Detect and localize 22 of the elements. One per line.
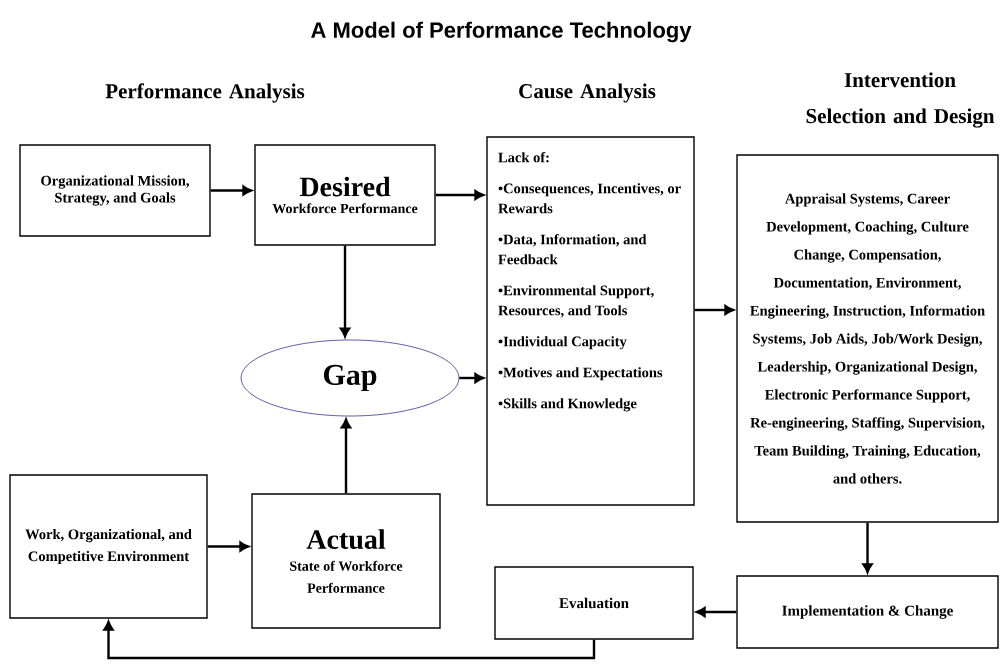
process-box: Lack of: •Consequences, Incentives, or Rewards •Data, Information, and Feedback •Environmental Support, Resources, and Tools •Individual Capacity •Motives and Expectations •Skills and Knowledge [486, 136, 695, 506]
process-box: Actual State of Workforce Performance [251, 493, 441, 629]
process-box: Evaluation [494, 566, 694, 640]
column-heading: Intervention Selection and Design [806, 72, 995, 128]
process-box: Appraisal Systems, Career Development, Coaching, Culture Change, Compensation, Documentation, Environment, Engineering, Instruction, Information Systems, Job Aids, Job/Work Design, Leadership, Organizational Design, Electronic Performance Support, Re-engineering, Staffing, Supervision, Team Building, Training, Education, and others. [736, 154, 999, 523]
arrow [459, 372, 484, 384]
arrow [862, 522, 873, 573]
process-box: Organizational Mission, Strategy, and Goals [19, 144, 211, 237]
arrow [694, 304, 734, 316]
arrow [210, 185, 252, 196]
title: A Model of Performance Technology [311, 21, 692, 43]
process-box: Desired Workforce Performance [254, 144, 436, 246]
arrow [435, 189, 484, 201]
arrow [207, 541, 249, 552]
column-heading: Performance Analysis [105, 83, 305, 103]
process-box: Implementation & Change [736, 575, 999, 649]
arrow [103, 621, 596, 660]
arrow [339, 245, 351, 338]
column-heading: Cause Analysis [519, 83, 656, 103]
arrow [696, 606, 737, 618]
process-box: Work, Organizational, and Competitive Environment [9, 474, 208, 619]
arrow [340, 418, 352, 494]
